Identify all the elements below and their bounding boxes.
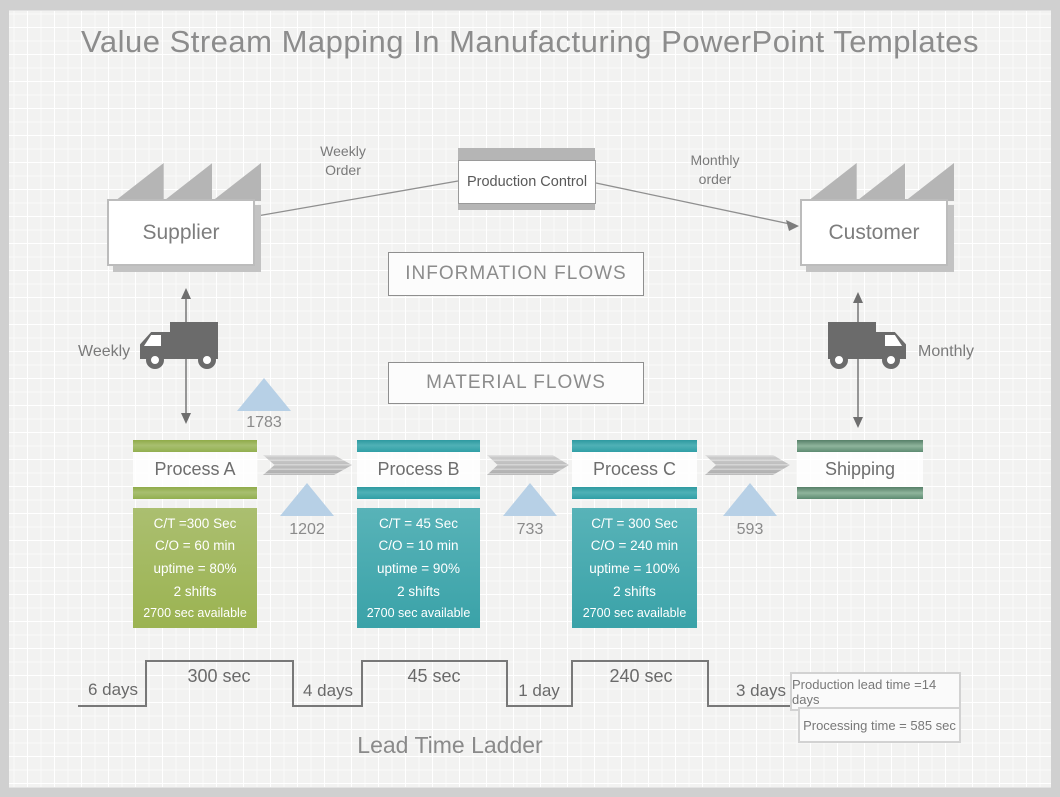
process-band (357, 440, 480, 452)
uptime-value: uptime = 100% (589, 560, 680, 576)
shipping-label: Shipping (824, 459, 896, 479)
co-value: C/O = 240 min (590, 538, 679, 554)
lead-time-ladder-title: Lead Time Ladder (357, 732, 543, 758)
process-band (797, 487, 923, 499)
supplier-label: Supplier (142, 220, 220, 244)
process-c-label: Process C (592, 459, 677, 479)
ladder-segment-label: 1 day (518, 681, 560, 700)
inventory-triangle-icon[interactable] (280, 483, 334, 516)
ladder-segment-label: 4 days (302, 681, 354, 700)
production-lead-time-box[interactable]: Production lead time =14 days (790, 672, 961, 711)
uptime-value: uptime = 90% (377, 560, 460, 576)
availability-value: 2700 sec available (366, 606, 471, 621)
monthly-order-label: Monthly order (690, 152, 740, 187)
monthly-frequency-label: Monthly (918, 343, 975, 360)
ladder-segment-label: 6 days (87, 680, 139, 699)
processing-time-value: Processing time = 585 sec (803, 717, 956, 733)
inventory-triangle-icon[interactable] (723, 483, 777, 516)
process-b-box[interactable]: Process B (357, 440, 480, 499)
process-a-box[interactable]: Process A (133, 440, 257, 499)
factory-roof-icon (115, 163, 262, 201)
push-arrow-icon (705, 455, 790, 475)
inventory-value: 1783 (246, 414, 282, 431)
arrowhead-up-left (181, 288, 191, 299)
production-lead-time-value: Production lead time =14 days (792, 676, 937, 707)
information-flows-box[interactable]: INFORMATION FLOWS (388, 252, 644, 296)
co-value: C/O = 60 min (155, 538, 235, 554)
ladder-segment-label: 45 sec (407, 666, 461, 686)
truck-window (144, 335, 161, 346)
inventory-value: 733 (516, 521, 544, 538)
process-band (357, 487, 480, 499)
factory-roof-icon (808, 163, 955, 201)
material-flows-box[interactable]: MATERIAL FLOWS (388, 362, 644, 404)
inventory-triangle-icon[interactable] (237, 378, 291, 411)
ct-value: C/T =300 Sec (153, 515, 237, 531)
inventory-triangle-icon[interactable] (503, 483, 557, 516)
weekly-order-label: Weekly Order (320, 143, 366, 178)
arrowhead-to-customer (786, 220, 799, 231)
availability-value: 2700 sec available (143, 606, 247, 621)
process-c-box[interactable]: Process C (572, 440, 697, 499)
customer-factory[interactable]: Customer (800, 163, 955, 268)
production-control-label: Production Control (466, 174, 588, 190)
ct-value: C/T = 300 Sec (591, 515, 678, 531)
process-b-data-box[interactable]: C/T = 45 Sec C/O = 10 min uptime = 90% 2… (357, 508, 480, 628)
frame-edge (0, 0, 9, 797)
truck-wheel (882, 351, 900, 369)
availability-value: 2700 sec available (582, 606, 687, 621)
process-b-label: Process B (377, 459, 460, 479)
frame-edge (0, 0, 1060, 11)
production-control-box[interactable]: Production Control (458, 160, 596, 204)
push-arrow-icon (487, 455, 569, 475)
shifts-value: 2 shifts (173, 583, 217, 599)
arrowhead-down-right (853, 417, 863, 428)
page-title: Value Stream Mapping In Manufacturing Po… (80, 24, 980, 59)
process-a-data-box[interactable]: C/T =300 Sec C/O = 60 min uptime = 80% 2… (133, 508, 257, 628)
process-band (572, 487, 697, 499)
processing-time-box[interactable]: Processing time = 585 sec (798, 707, 961, 743)
shipping-box[interactable]: Shipping (797, 440, 923, 499)
supplier-factory[interactable]: Supplier (107, 163, 262, 268)
information-flows-label: INFORMATION FLOWS (405, 263, 627, 284)
customer-truck-icon[interactable] (826, 320, 906, 370)
truck-wheel (198, 351, 216, 369)
process-c-data-box[interactable]: C/T = 300 Sec C/O = 240 min uptime = 100… (572, 508, 697, 628)
ct-value: C/T = 45 Sec (379, 515, 458, 531)
customer-label: Customer (828, 220, 920, 244)
inventory-value: 593 (736, 521, 764, 538)
frame-edge (0, 787, 1060, 797)
push-arrow-icon (263, 455, 352, 475)
supplier-truck-icon[interactable] (140, 320, 220, 370)
inventory-value: 1202 (289, 521, 325, 538)
material-flows-label: MATERIAL FLOWS (426, 372, 606, 393)
truck-wheel (146, 351, 164, 369)
process-band (133, 440, 257, 452)
arrowhead-down-left (181, 413, 191, 424)
process-band (572, 440, 697, 452)
uptime-value: uptime = 80% (153, 560, 237, 576)
arrowhead-up-right (853, 292, 863, 303)
supplier-to-production-line (256, 180, 459, 217)
truck-wheel (830, 351, 848, 369)
ladder-segment-label: 300 sec (187, 666, 251, 686)
ladder-segment-label: 240 sec (609, 666, 673, 686)
shifts-value: 2 shifts (397, 583, 440, 599)
frame-edge (1051, 0, 1060, 797)
process-band (133, 487, 257, 499)
ladder-segment-label: 3 days (735, 681, 787, 700)
production-to-customer-line (595, 182, 791, 225)
shifts-value: 2 shifts (613, 583, 656, 599)
co-value: C/O = 10 min (378, 538, 459, 554)
weekly-frequency-label: Weekly (78, 343, 131, 360)
process-a-label: Process A (154, 459, 236, 479)
process-band (797, 440, 923, 452)
